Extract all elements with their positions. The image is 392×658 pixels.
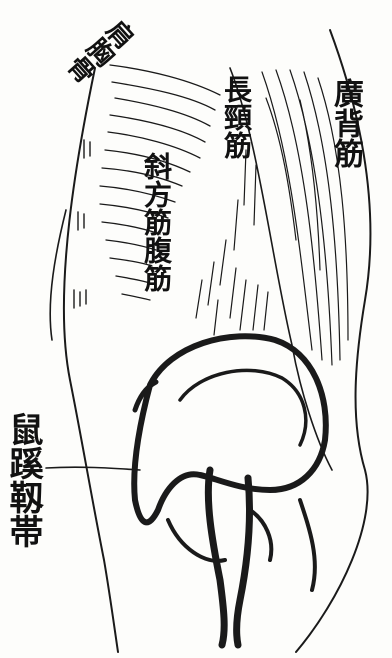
label-right: 廣背筋 (330, 78, 360, 168)
pelvis-outer (134, 336, 326, 522)
left-body-outline (64, 68, 118, 652)
label-lower-left: 鼠蹊靱帯 (6, 412, 40, 548)
label-left-middle: 斜方筋腹筋 (142, 152, 170, 292)
ischium (250, 510, 271, 560)
pelvis-inner-ring (180, 370, 306, 445)
sacrum (208, 470, 224, 645)
vertical-fibres (196, 150, 268, 335)
sacrum-right (237, 478, 250, 645)
pubis-right (300, 500, 315, 590)
label-upper-middle: 長頸筋 (222, 75, 250, 159)
ligament-pointer (46, 467, 140, 470)
